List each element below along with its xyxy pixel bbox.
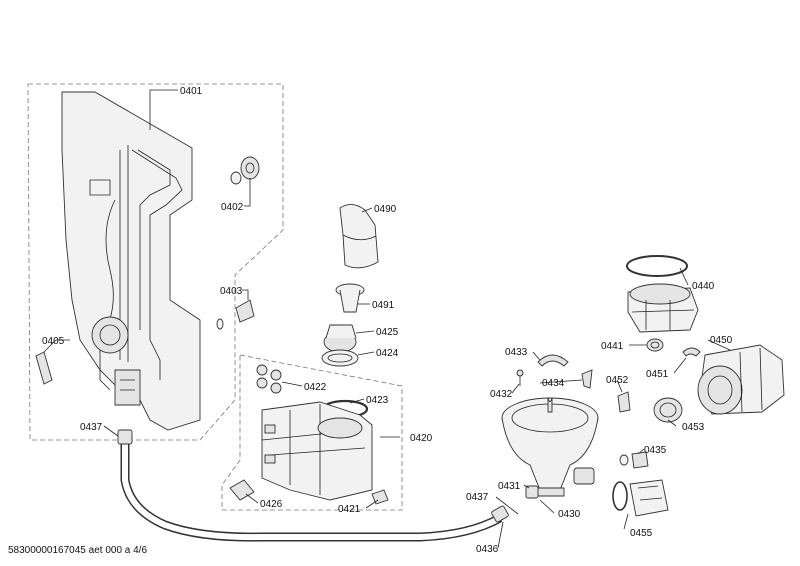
part-0430-sump	[501, 397, 599, 497]
label-0453: 0453	[682, 422, 705, 433]
part-0431-cap	[525, 485, 539, 499]
label-0491: 0491	[372, 300, 395, 311]
part-0450-pump	[697, 344, 785, 415]
part-0435	[619, 451, 649, 469]
label-0421: 0421	[338, 504, 361, 515]
label-0433: 0433	[505, 347, 528, 358]
part-0425-0424	[321, 324, 359, 367]
part-0451-clamp	[682, 347, 701, 357]
label-0425: 0425	[376, 327, 399, 338]
label-0431: 0431	[498, 481, 521, 492]
label-0455: 0455	[630, 528, 653, 539]
label-0424: 0424	[376, 348, 399, 359]
label-0450: 0450	[710, 335, 733, 346]
label-0432: 0432	[490, 389, 513, 400]
part-0490-cup	[339, 204, 379, 269]
part-0421-clip	[371, 489, 389, 505]
side-panel-0401	[61, 91, 201, 431]
leader-lines	[43, 89, 731, 549]
label-0490: 0490	[374, 204, 397, 215]
label-0422: 0422	[304, 382, 327, 393]
part-0453-cap	[653, 397, 683, 423]
part-0405-clip	[35, 351, 53, 385]
label-0452: 0452	[606, 375, 629, 386]
part-0422-rings	[256, 364, 282, 394]
label-0437-right: 0437	[466, 492, 489, 503]
group-outline-0420	[221, 354, 403, 511]
label-0451: 0451	[646, 369, 669, 380]
label-0401: 0401	[180, 86, 203, 97]
label-0436: 0436	[476, 544, 499, 555]
drain-hose	[117, 429, 509, 542]
label-0440: 0440	[692, 281, 715, 292]
part-0455-drain-pump	[612, 479, 669, 517]
label-0437-left: 0437	[80, 422, 103, 433]
part-0434-clip	[581, 369, 593, 389]
label-0430: 0430	[558, 509, 581, 520]
water-softener-unit	[261, 401, 373, 501]
label-0405: 0405	[42, 336, 65, 347]
part-0433-bracket	[537, 354, 569, 367]
document-footer-code: 58300000167045 aet 000 a 4/6	[8, 545, 148, 556]
part-0402-nut	[230, 156, 260, 185]
label-0402: 0402	[221, 202, 244, 213]
label-0434: 0434	[542, 378, 565, 389]
label-0426: 0426	[260, 499, 283, 510]
part-0441-ring	[646, 338, 664, 352]
label-0420: 0420	[410, 433, 433, 444]
group-outline-0401	[27, 83, 284, 441]
part-0403-fitting	[216, 299, 255, 330]
label-0403: 0403	[220, 286, 243, 297]
label-0423: 0423	[366, 395, 389, 406]
label-0435: 0435	[644, 445, 667, 456]
part-0452-bracket	[617, 391, 631, 413]
part-0491-cap	[335, 283, 365, 313]
part-0440-heater	[626, 255, 699, 333]
label-0441: 0441	[601, 341, 624, 352]
part-0432-screw	[516, 369, 524, 386]
